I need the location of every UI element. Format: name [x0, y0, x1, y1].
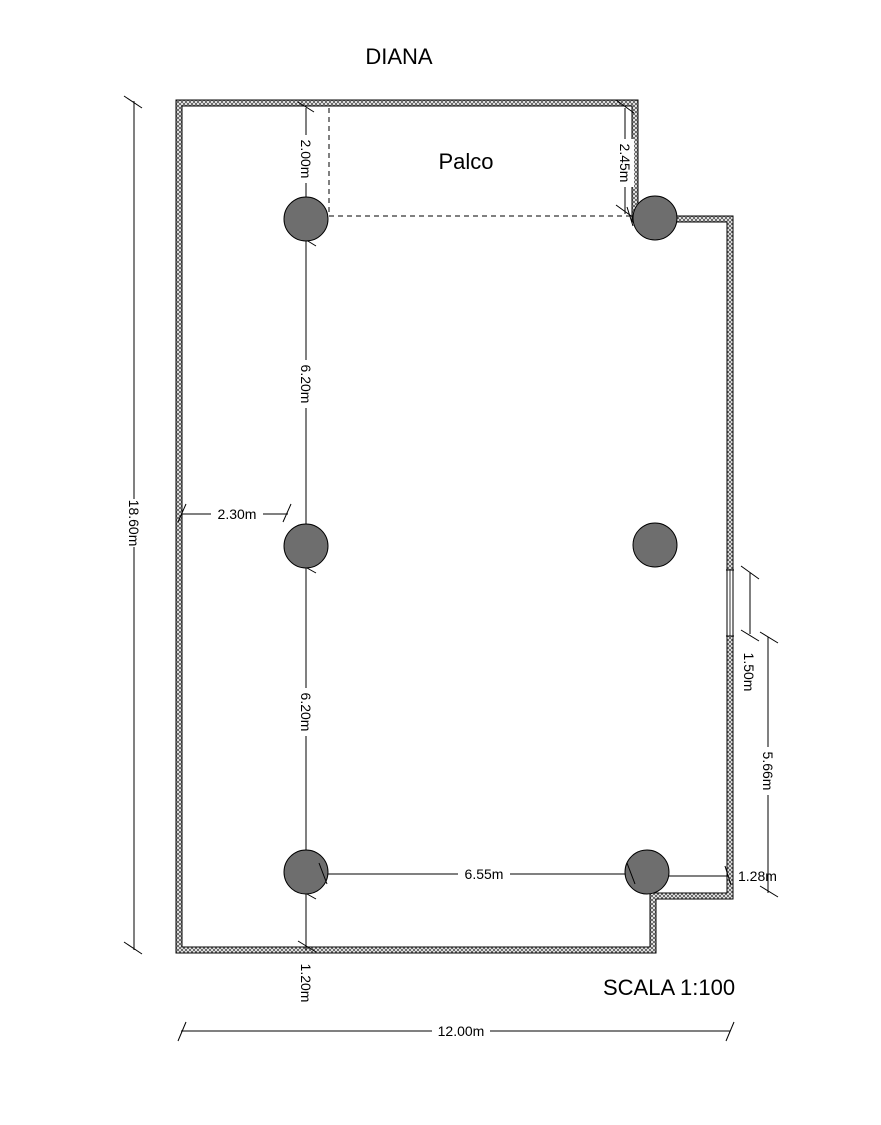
scale-label: SCALA 1:100	[603, 975, 735, 1000]
dim-label-stage-right-depth: 2.45m	[616, 139, 634, 187]
column	[283, 196, 329, 242]
dim-label-column-spacing-upper: 6.20m	[297, 360, 315, 408]
svg-text:6.20m: 6.20m	[298, 693, 314, 732]
dim-label-right-wall-segment: 5.66m	[759, 747, 777, 795]
stage-outline	[328, 108, 632, 217]
dim-label-column-to-bottom-wall: 1.20m	[297, 959, 315, 1007]
dim-label-wall-to-column: 2.30m	[218, 506, 257, 522]
column	[632, 195, 678, 241]
columns	[283, 195, 678, 895]
svg-text:1.50m: 1.50m	[741, 653, 757, 692]
stage-label: Palco	[438, 149, 493, 174]
svg-text:5.66m: 5.66m	[760, 752, 776, 791]
dim-label-column-span-bottom: 6.55m	[465, 866, 504, 882]
column	[632, 522, 678, 568]
svg-text:2.00m: 2.00m	[298, 140, 314, 179]
svg-text:18.60m: 18.60m	[126, 500, 142, 547]
dim-label-total-height: 18.60m	[125, 499, 143, 547]
svg-text:1.20m: 1.20m	[298, 964, 314, 1003]
column-ticks	[318, 206, 636, 885]
plan-title: DIANA	[365, 44, 433, 69]
dim-label-stage-depth: 2.00m	[297, 135, 315, 183]
dim-label-total-width: 12.00m	[438, 1023, 485, 1039]
dim-label-column-spacing-lower: 6.20m	[297, 688, 315, 736]
column	[283, 523, 329, 569]
column	[283, 849, 329, 895]
dim-label-step-offset: 1.28m	[738, 868, 777, 884]
door-opening	[726, 569, 734, 637]
svg-text:6.20m: 6.20m	[298, 365, 314, 404]
dim-label-door-width: 1.50m	[740, 648, 758, 696]
svg-text:2.45m: 2.45m	[617, 144, 633, 183]
column	[624, 849, 670, 895]
